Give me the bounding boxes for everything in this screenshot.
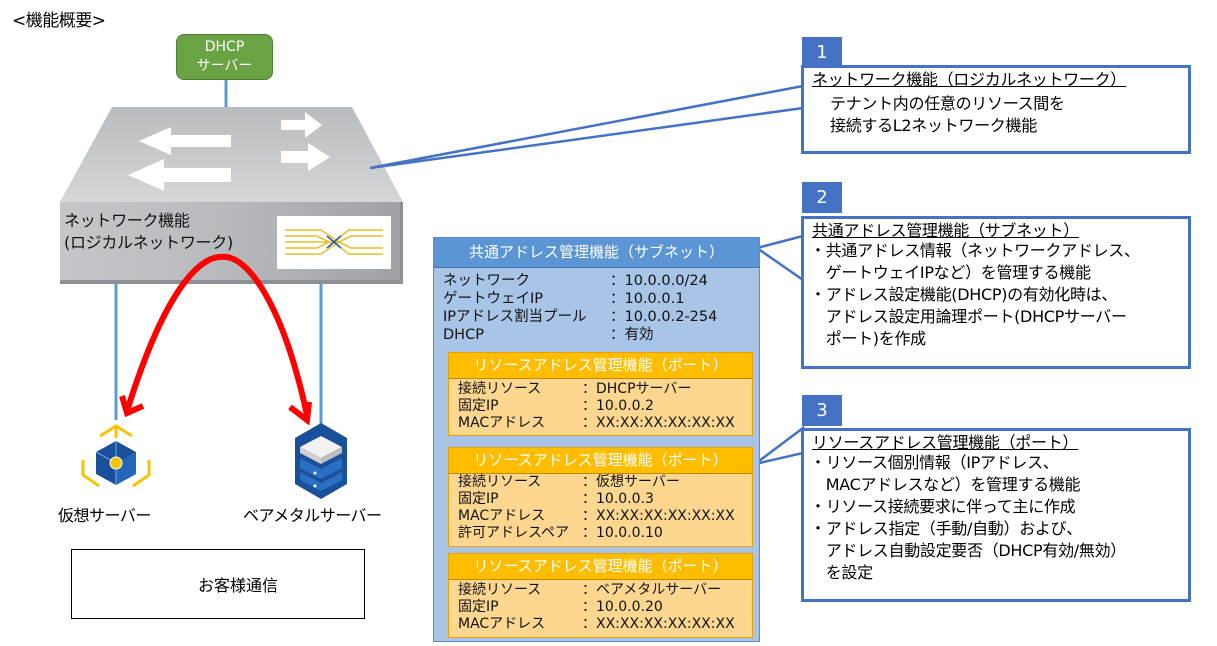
callout-1: ネットワーク機能（ロジカルネットワーク） テナント内の任意のリソース間を 接続す… [801,65,1191,154]
callout-3-line: を設定 [810,563,873,582]
port-row-key: 接続リソース [458,381,542,397]
port-row: 接続リソース ：DHCPサーバー [458,381,752,398]
virtual-server-label: 仮想サーバー [58,506,151,525]
callout-3-line: MACアドレスなど）を管理する機能 [810,475,1081,494]
callout-3-line: ・リソース接続要求に伴って主に作成 [810,497,1076,516]
subnet-box: 共通アドレス管理機能（サブネット） ネットワーク ：10.0.0.0/24 ゲー… [433,237,760,642]
port-row-value: ：DHCPサーバー [582,381,692,397]
port-row-key: 許可アドレスペア [458,525,570,541]
port-row-value: ：仮想サーバー [582,474,680,490]
subnet-row: IPアドレス割当プール ：10.0.0.2-254 [443,308,717,326]
subnet-row: DHCP ：有効 [443,326,654,344]
subnet-row-key: IPアドレス割当プール [443,309,587,325]
callout-3-title: リソースアドレス管理機能（ポート） [812,433,1079,452]
customer-traffic-arrow [119,253,312,426]
port-row: 許可アドレスペア ：10.0.0.10 [458,525,752,542]
subnet-row-value: ：10.0.0.0/24 [610,273,708,289]
port-row: MACアドレス ：XX:XX:XX:XX:XX:XX [458,616,752,633]
subnet-row-value: ：10.0.0.1 [610,291,685,307]
virtual-server-icon [81,424,151,488]
callout-2-line: アドレス設定用論理ポート(DHCPサーバー [810,307,1127,326]
port-row-key: 固定IP [458,398,499,414]
port-row-key: MACアドレス [458,415,546,431]
port-row-key: 固定IP [458,599,499,615]
subnet-row-value: ：10.0.0.2-254 [610,309,718,325]
port-row: 接続リソース ：仮想サーバー [458,474,752,491]
callout-3-line: ・リソース個別情報（IPアドレス、 [810,453,1059,472]
port-row-value: ：XX:XX:XX:XX:XX:XX [582,616,735,632]
port-row: 固定IP ：10.0.0.2 [458,398,752,415]
page-title: <機能概要> [12,11,106,31]
subnet-row-key: DHCP [443,327,484,343]
port-row: 固定IP ：10.0.0.3 [458,491,752,508]
callout-2-line: ポート)を作成 [810,329,926,348]
port-header: リソースアドレス管理機能（ポート） [449,448,752,474]
callout-1-line: テナント内の任意のリソース間を [830,94,1065,113]
callout-3-line: ・アドレス指定（手動/自動）および、 [810,519,1082,538]
baremetal-server-label: ベアメタルサーバー [243,506,382,525]
dhcp-server-label-1: DHCP [204,39,245,55]
callout-3-number-badge: 3 [802,395,842,426]
network-function-label-line2: (ロジカルネットワーク) [64,233,233,252]
port-box: リソースアドレス管理機能（ポート） 接続リソース ：仮想サーバー 固定IP ：10.… [448,447,753,547]
port-row-value: ：ベアメタルサーバー [582,582,722,598]
port-header: リソースアドレス管理機能（ポート） [449,353,752,379]
callout-3-line: アドレス自動設定要否（DHCP有効/無効） [810,541,1127,560]
port-box: リソースアドレス管理機能（ポート） 接続リソース ：DHCPサーバー 固定IP ：1… [448,352,753,436]
callout-2-line: ・共通アドレス情報（ネットワークアドレス、 [810,241,1140,260]
port-row: 固定IP ：10.0.0.20 [458,599,752,616]
port-header: リソースアドレス管理機能（ポート） [449,554,752,580]
callout-1-line: 接続するL2ネットワーク機能 [830,116,1037,135]
callout-2: 共通アドレス管理機能（サブネット） ・共通アドレス情報（ネットワークアドレス、 … [801,216,1191,369]
port-row-key: 接続リソース [458,582,542,598]
subnet-row: ゲートウェイIP ：10.0.0.1 [443,290,684,308]
port-row-key: 接続リソース [458,474,542,490]
subnet-row-value: ：有効 [610,327,654,343]
port-row-value: ：10.0.0.3 [582,491,654,507]
legend-box [71,549,365,619]
dhcp-server-label-2: サーバー [196,58,253,74]
subnet-row-key: ネットワーク [443,273,530,289]
callout-1-number-badge: 1 [802,37,842,68]
port-box: リソースアドレス管理機能（ポート） 接続リソース ：ベアメタルサーバー 固定IP ：… [448,553,753,638]
port-row: 接続リソース ：ベアメタルサーバー [458,582,752,599]
callout-1-title: ネットワーク機能（ロジカルネットワーク） [812,70,1127,89]
port-row-value: ：10.0.0.10 [582,525,663,541]
port-row-key: MACアドレス [458,508,546,524]
network-function-label: ネットワーク機能 (ロジカルネットワーク) [64,210,233,254]
callout-3-pointer [754,425,805,466]
baremetal-server-icon [295,423,347,499]
dhcp-server-node: DHCP サーバー [176,34,273,80]
callout-2-number-badge: 2 [802,182,842,213]
port-row: MACアドレス ：XX:XX:XX:XX:XX:XX [458,508,752,525]
port-row-key: MACアドレス [458,616,546,632]
port-row-value: ：XX:XX:XX:XX:XX:XX [582,508,735,524]
callout-2-line: ゲートウェイIPなど）を管理する機能 [810,263,1091,282]
port-row-key: 固定IP [458,491,499,507]
port-row: MACアドレス ：XX:XX:XX:XX:XX:XX [458,415,752,432]
callout-3: リソースアドレス管理機能（ポート） ・リソース個別情報（IPアドレス、 MACア… [801,428,1191,602]
port-row-value: ：XX:XX:XX:XX:XX:XX [582,415,735,431]
port-row-value: ：10.0.0.20 [582,599,663,615]
callout-2-title: 共通アドレス管理機能（サブネット） [812,221,1079,240]
callout-2-pointer [754,234,805,283]
port-row-value: ：10.0.0.2 [582,398,654,414]
subnet-row: ネットワーク ：10.0.0.0/24 [443,272,708,290]
legend-label: お客様通信 [198,576,279,595]
callout-2-line: ・アドレス設定機能(DHCP)の有効化時は、 [810,285,1118,304]
subnet-row-key: ゲートウェイIP [443,291,544,307]
network-function-label-line1: ネットワーク機能 [64,211,190,230]
callout-1-pointer [369,84,805,170]
subnet-header: 共通アドレス管理機能（サブネット） [434,238,759,268]
logical-network-icon [277,216,391,269]
